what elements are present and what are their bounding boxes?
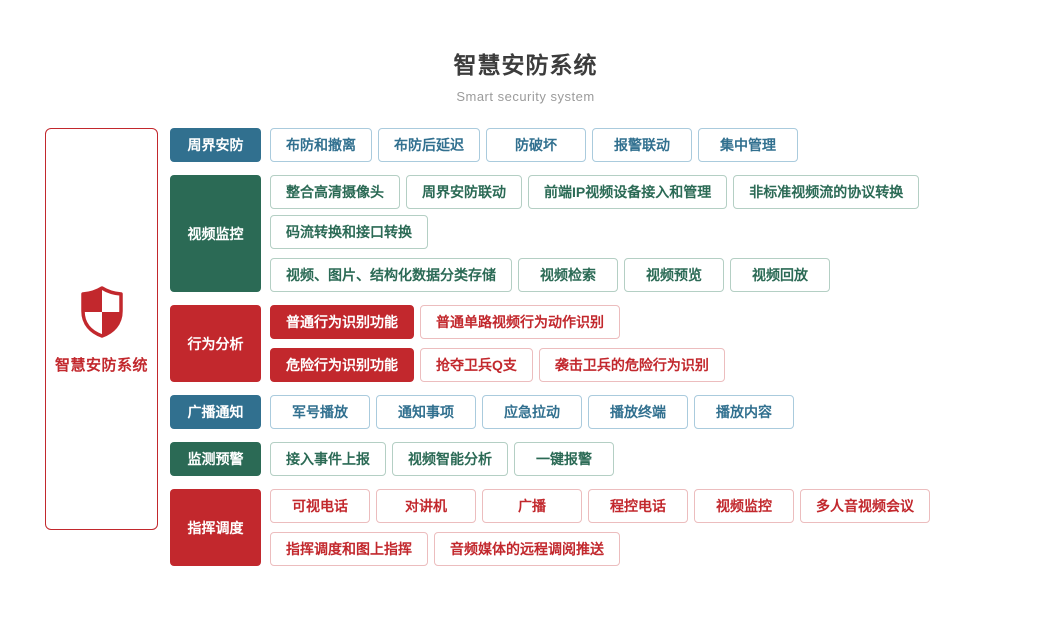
- feature-button: 码流转换和接口转换: [270, 215, 428, 249]
- feature-button: 危险行为识别功能: [270, 348, 414, 382]
- category-label: 监测预警: [170, 442, 261, 476]
- feature-line: 普通行为识别功能普通单路视频行为动作识别: [270, 305, 1010, 339]
- feature-button: 通知事项: [376, 395, 476, 429]
- feature-line: 危险行为识别功能抢夺卫兵Q支袭击卫兵的危险行为识别: [270, 348, 1010, 382]
- feature-line: 布防和撤离布防后延迟防破坏报警联动集中管理: [270, 128, 1010, 162]
- section-row-1: 视频监控整合高清摄像头周界安防联动前端IP视频设备接入和管理非标准视频流的协议转…: [170, 175, 1010, 292]
- page-subtitle: Smart security system: [456, 89, 595, 104]
- feature-button: 程控电话: [588, 489, 688, 523]
- feature-line: 整合高清摄像头周界安防联动前端IP视频设备接入和管理非标准视频流的协议转换码流转…: [270, 175, 1010, 249]
- category-label: 行为分析: [170, 305, 261, 382]
- feature-line: 军号播放通知事项应急拉动播放终端播放内容: [270, 395, 1010, 429]
- feature-button: 广播: [482, 489, 582, 523]
- section-row-3: 广播通知军号播放通知事项应急拉动播放终端播放内容: [170, 395, 1010, 429]
- feature-button: 视频回放: [730, 258, 830, 292]
- section-row-0: 周界安防布防和撤离布防后延迟防破坏报警联动集中管理: [170, 128, 1010, 162]
- feature-button: 视频、图片、结构化数据分类存储: [270, 258, 512, 292]
- feature-button: 多人音视频会议: [800, 489, 930, 523]
- page-header: 智慧安防系统 Smart security system: [0, 46, 1051, 104]
- feature-lines: 接入事件上报视频智能分析一键报警: [270, 442, 1010, 476]
- feature-button: 一键报警: [514, 442, 614, 476]
- feature-button: 周界安防联动: [406, 175, 522, 209]
- feature-button: 普通单路视频行为动作识别: [420, 305, 620, 339]
- feature-lines: 普通行为识别功能普通单路视频行为动作识别危险行为识别功能抢夺卫兵Q支袭击卫兵的危…: [270, 305, 1010, 382]
- feature-button: 视频检索: [518, 258, 618, 292]
- feature-button: 防破坏: [486, 128, 586, 162]
- category-label: 周界安防: [170, 128, 261, 162]
- feature-line: 接入事件上报视频智能分析一键报警: [270, 442, 1010, 476]
- category-label: 指挥调度: [170, 489, 261, 566]
- feature-button: 接入事件上报: [270, 442, 386, 476]
- feature-button: 对讲机: [376, 489, 476, 523]
- feature-lines: 布防和撤离布防后延迟防破坏报警联动集中管理: [270, 128, 1010, 162]
- system-root-label: 智慧安防系统: [54, 356, 148, 374]
- feature-line: 指挥调度和图上指挥音频媒体的远程调阅推送: [270, 532, 1010, 566]
- feature-lines: 整合高清摄像头周界安防联动前端IP视频设备接入和管理非标准视频流的协议转换码流转…: [270, 175, 1010, 292]
- section-row-4: 监测预警接入事件上报视频智能分析一键报警: [170, 442, 1010, 476]
- feature-button: 普通行为识别功能: [270, 305, 414, 339]
- feature-button: 报警联动: [592, 128, 692, 162]
- feature-button: 前端IP视频设备接入和管理: [528, 175, 728, 209]
- feature-button: 播放内容: [694, 395, 794, 429]
- feature-lines: 军号播放通知事项应急拉动播放终端播放内容: [270, 395, 1010, 429]
- feature-button: 整合高清摄像头: [270, 175, 400, 209]
- page-title: 智慧安防系统: [453, 52, 598, 78]
- feature-button: 非标准视频流的协议转换: [733, 175, 920, 209]
- feature-button: 布防和撤离: [270, 128, 372, 162]
- feature-button: 视频监控: [694, 489, 794, 523]
- feature-lines: 可视电话对讲机广播程控电话视频监控多人音视频会议指挥调度和图上指挥音频媒体的远程…: [270, 489, 1010, 566]
- feature-button: 应急拉动: [482, 395, 582, 429]
- feature-button: 袭击卫兵的危险行为识别: [538, 348, 725, 382]
- feature-line: 视频、图片、结构化数据分类存储视频检索视频预览视频回放: [270, 258, 1010, 292]
- feature-button: 音频媒体的远程调阅推送: [434, 532, 620, 566]
- category-label: 视频监控: [170, 175, 261, 292]
- feature-button: 播放终端: [588, 395, 688, 429]
- feature-rows: 周界安防布防和撤离布防后延迟防破坏报警联动集中管理视频监控整合高清摄像头周界安防…: [170, 128, 1010, 579]
- category-label: 广播通知: [170, 395, 261, 429]
- system-root-box: 智慧安防系统: [45, 128, 158, 530]
- feature-button: 可视电话: [270, 489, 370, 523]
- feature-button: 视频预览: [624, 258, 724, 292]
- section-row-2: 行为分析普通行为识别功能普通单路视频行为动作识别危险行为识别功能抢夺卫兵Q支袭击…: [170, 305, 1010, 382]
- section-row-5: 指挥调度可视电话对讲机广播程控电话视频监控多人音视频会议指挥调度和图上指挥音频媒…: [170, 489, 1010, 566]
- shield-icon: [80, 285, 123, 338]
- feature-button: 指挥调度和图上指挥: [270, 532, 428, 566]
- feature-button: 集中管理: [698, 128, 798, 162]
- feature-button: 视频智能分析: [392, 442, 508, 476]
- feature-line: 可视电话对讲机广播程控电话视频监控多人音视频会议: [270, 489, 1010, 523]
- feature-button: 军号播放: [270, 395, 370, 429]
- feature-button: 抢夺卫兵Q支: [420, 348, 533, 382]
- feature-button: 布防后延迟: [378, 128, 480, 162]
